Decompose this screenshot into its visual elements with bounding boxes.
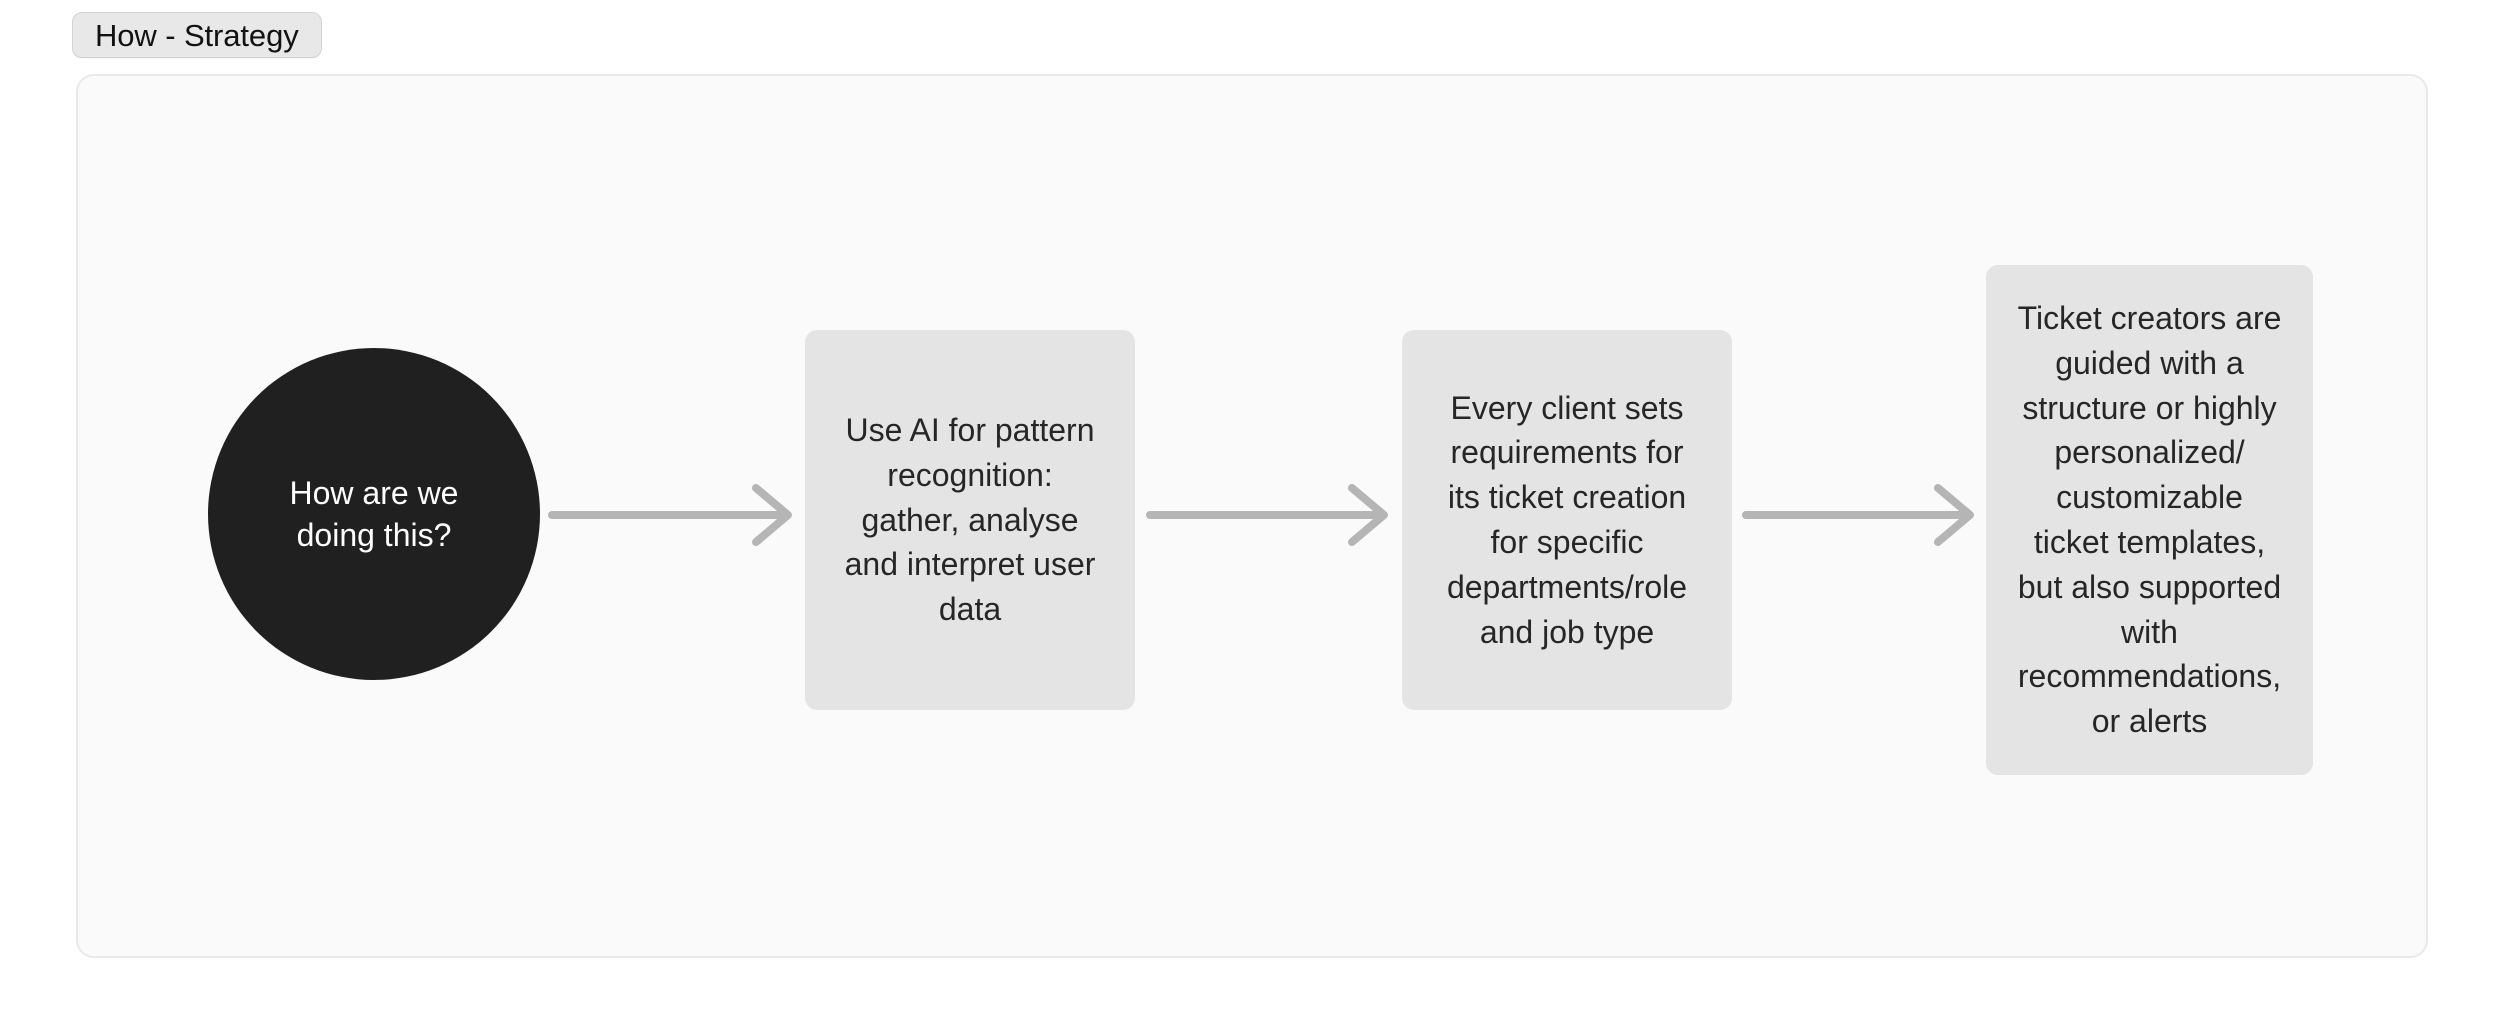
flow-step-2-label: Every client sets requirements for its t… <box>1446 389 1688 650</box>
flow-step-3[interactable]: Ticket creators are guided with a struct… <box>1986 265 2313 775</box>
tab-label: How - Strategy <box>95 17 299 53</box>
tab-how-strategy[interactable]: How - Strategy <box>72 12 322 58</box>
connector-arrow-2[interactable] <box>1146 480 1394 550</box>
flow-step-1-label: Use AI for pattern recognition: gather, … <box>844 412 1096 628</box>
connector-arrow-3[interactable] <box>1742 480 1980 550</box>
flow-step-3-label: Ticket creators are guided with a struct… <box>2017 300 2282 740</box>
tab-bar: How - Strategy <box>0 0 2500 74</box>
flow-start-node-label: How are we doing this? <box>289 474 459 553</box>
flow-step-2[interactable]: Every client sets requirements for its t… <box>1402 330 1732 710</box>
flow-step-1[interactable]: Use AI for pattern recognition: gather, … <box>805 330 1135 710</box>
flow-start-node[interactable]: How are we doing this? <box>208 348 540 680</box>
connector-arrow-1[interactable] <box>548 480 798 550</box>
